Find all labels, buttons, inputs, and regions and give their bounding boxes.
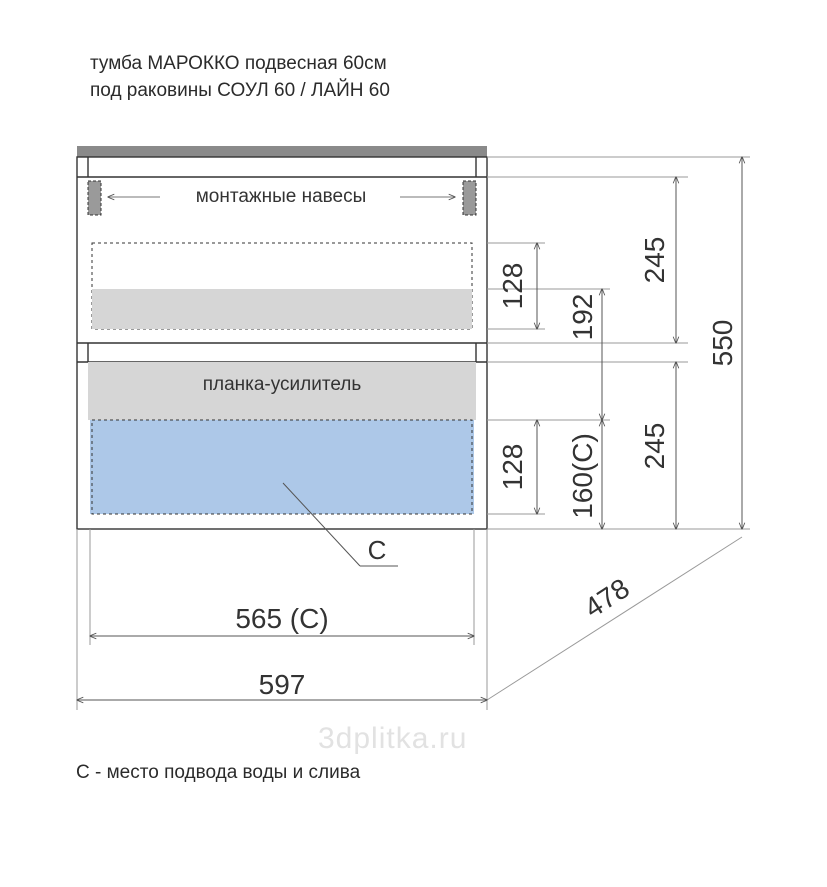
- extension-lines: [76, 156, 750, 710]
- dim-160c: 160(С): [567, 433, 598, 519]
- c-marker-label: С: [368, 535, 387, 565]
- mounting-hangers: [87, 180, 477, 216]
- title-line-2: под раковины СОУЛ 60 / ЛАЙН 60: [90, 80, 390, 101]
- diagram-title: тумба МАРОККО подвесная 60см под раковин…: [90, 50, 390, 104]
- legend-note: С - место подвода воды и слива: [76, 762, 361, 783]
- rail-label: планка-усилитель: [203, 374, 362, 395]
- dim-597: 597: [259, 669, 306, 700]
- hanger-right: [462, 180, 477, 216]
- dim-128-top: 128: [497, 263, 528, 310]
- dim-478: 478: [579, 572, 635, 623]
- c-marker-leader: [282, 482, 398, 567]
- water-supply-zone: [90, 420, 474, 514]
- dim-565c: 565 (С): [235, 603, 328, 634]
- dim-192: 192: [567, 294, 598, 341]
- dimension-lines: [77, 157, 742, 700]
- dim-245-bottom: 245: [639, 423, 670, 470]
- top-panel: [77, 146, 487, 157]
- watermark: 3dplitka.ru: [318, 722, 468, 755]
- dim-550: 550: [707, 320, 738, 367]
- title-line-1: тумба МАРОККО подвесная 60см: [90, 53, 387, 74]
- dim-245-top: 245: [639, 237, 670, 284]
- upper-gray-zone: [92, 289, 472, 329]
- dim-128-bottom: 128: [497, 444, 528, 491]
- hanger-left: [87, 180, 102, 216]
- rail-zone: [88, 362, 476, 420]
- lower-drawer-outline: [91, 419, 473, 515]
- mounts-label: монтажные навесы: [196, 186, 367, 207]
